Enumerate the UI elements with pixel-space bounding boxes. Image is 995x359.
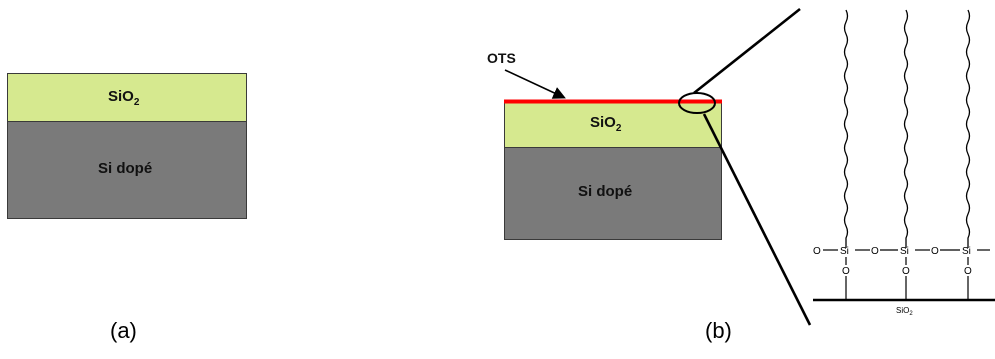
panel-a-substrate-label: Si dopé — [98, 160, 153, 177]
zoom-line-upper — [693, 7, 801, 95]
siloxane-bonds — [823, 249, 990, 300]
panel-b-oxide-label: SiO2 — [590, 114, 622, 134]
panel-a-oxide-label: SiO2 — [108, 88, 140, 108]
inset-si-3: Si — [962, 246, 971, 257]
panel-a-oxide-layer — [7, 73, 247, 122]
ots-label: OTS — [487, 50, 516, 66]
panel-b-oxide-layer — [504, 101, 722, 148]
inset-o-2: O — [931, 246, 939, 257]
alkyl-chain-2 — [903, 9, 909, 248]
panel-b-substrate-layer — [504, 147, 722, 240]
inset-o-bottom-3: O — [964, 266, 972, 277]
inset-o-left: O — [813, 246, 821, 257]
zoom-line-lower — [702, 113, 812, 326]
inset-surface-label: SiO2 — [896, 306, 913, 317]
panel-a-caption: (a) — [110, 318, 137, 343]
zoom-ellipse — [678, 92, 716, 114]
inset-si-1: Si — [840, 246, 849, 257]
alkyl-chain-3 — [965, 9, 971, 248]
inset-o-1: O — [871, 246, 879, 257]
panel-a-substrate-layer — [7, 121, 247, 219]
alkyl-chains — [843, 9, 971, 248]
inset-o-bottom-2: O — [902, 266, 910, 277]
alkyl-chain-1 — [843, 9, 849, 248]
inset-o-bottom-1: O — [842, 266, 850, 277]
panel-b-substrate-label: Si dopé — [578, 183, 633, 200]
inset-si-2: Si — [900, 246, 909, 257]
panel-b-caption: (b) — [705, 318, 732, 343]
ots-arrow — [504, 69, 566, 99]
